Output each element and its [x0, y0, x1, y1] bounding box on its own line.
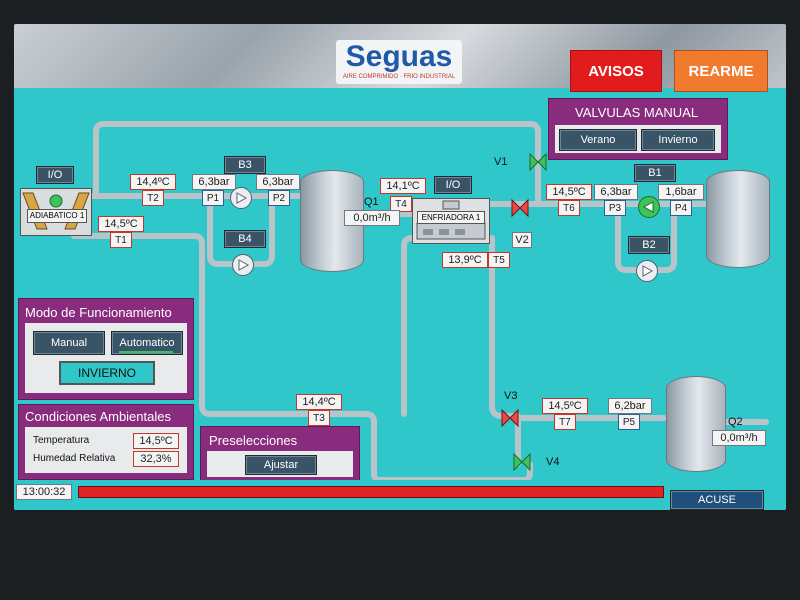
- header-bar: Seguas AIRE COMPRIMIDO · FRIO INDUSTRIAL…: [14, 24, 786, 92]
- b1-button[interactable]: B1: [634, 164, 676, 182]
- t3-value: 14,4ºC: [296, 394, 342, 410]
- modo-panel: Modo de Funcionamiento Manual Automatico…: [18, 298, 194, 400]
- temperatura-value: 14,5ºC: [133, 433, 179, 449]
- modo-title: Modo de Funcionamiento: [25, 305, 172, 320]
- q1-value: 0,0m³/h: [344, 210, 400, 226]
- valvulas-manual-panel: VALVULAS MANUAL Verano Invierno: [548, 98, 728, 160]
- ajustar-button[interactable]: Ajustar: [245, 455, 317, 475]
- tank-2: [706, 170, 770, 268]
- t7-value: 14,5ºC: [542, 398, 588, 414]
- valve-v2-icon[interactable]: [510, 196, 530, 218]
- v4-label: V4: [546, 456, 560, 468]
- pump-b2-icon[interactable]: [636, 260, 658, 282]
- p4-value: 1,6bar: [658, 184, 704, 200]
- t1-tag: T1: [110, 232, 132, 248]
- t7-tag: T7: [554, 414, 576, 430]
- avisos-button[interactable]: AVISOS: [570, 50, 662, 92]
- preselecciones-panel: Preselecciones Ajustar: [200, 426, 360, 482]
- q2-value: 0,0m³/h: [712, 430, 766, 446]
- chiller-unit[interactable]: ENFRIADORA 1: [412, 198, 490, 244]
- verano-button[interactable]: Verano: [559, 129, 637, 151]
- q1-tag: Q1: [364, 196, 379, 208]
- pump-b4-icon[interactable]: [232, 254, 254, 276]
- t1-value: 14,5ºC: [98, 216, 144, 232]
- modo-estado: INVIERNO: [59, 361, 155, 385]
- t5-tag: T5: [488, 252, 510, 268]
- p1-tag: P1: [202, 190, 224, 206]
- valve-v4-icon[interactable]: [512, 452, 532, 472]
- b4-button[interactable]: B4: [224, 230, 266, 248]
- humedad-value: 32,3%: [133, 451, 179, 467]
- v1-label: V1: [494, 156, 508, 168]
- p3-value: 6,3bar: [594, 184, 638, 200]
- rearme-button[interactable]: REARME: [674, 50, 768, 92]
- manual-button[interactable]: Manual: [33, 331, 105, 355]
- pump-b3-icon[interactable]: [230, 187, 252, 209]
- valve-v1-icon[interactable]: [528, 152, 548, 172]
- p5-tag: P5: [618, 414, 640, 430]
- t4-tag: T4: [390, 196, 412, 212]
- brand-name: Seguas: [345, 40, 453, 73]
- io-left-button[interactable]: I/O: [36, 166, 74, 184]
- alarm-bar: [78, 486, 664, 498]
- p4-tag: P4: [670, 200, 692, 216]
- brand-logo: Seguas AIRE COMPRIMIDO · FRIO INDUSTRIAL: [336, 40, 462, 84]
- chiller-label: ENFRIADORA 1: [417, 211, 485, 224]
- t6-value: 14,5ºC: [546, 184, 592, 200]
- t6-tag: T6: [558, 200, 580, 216]
- temperatura-label: Temperatura: [33, 435, 90, 446]
- p2-value: 6,3bar: [256, 174, 300, 190]
- tank-3: [666, 376, 726, 472]
- b2-button[interactable]: B2: [628, 236, 670, 254]
- p5-value: 6,2bar: [608, 398, 652, 414]
- adiabatic-label: ADIABATICO 1: [27, 209, 87, 223]
- invierno-button[interactable]: Invierno: [641, 129, 715, 151]
- hmi-screen: Seguas AIRE COMPRIMIDO · FRIO INDUSTRIAL…: [14, 24, 786, 510]
- b3-button[interactable]: B3: [224, 156, 266, 174]
- clock: 13:00:32: [16, 484, 72, 500]
- humedad-label: Humedad Relativa: [33, 453, 116, 464]
- preselecciones-title: Preselecciones: [209, 433, 298, 448]
- valve-v3-icon[interactable]: [500, 406, 520, 428]
- t3-tag: T3: [308, 410, 330, 426]
- p3-tag: P3: [604, 200, 626, 216]
- brand-subtitle: AIRE COMPRIMIDO · FRIO INDUSTRIAL: [342, 74, 456, 80]
- t2-value: 14,4ºC: [130, 174, 176, 190]
- condiciones-title: Condiciones Ambientales: [25, 409, 171, 424]
- v3-label: V3: [504, 390, 518, 402]
- io-center-button[interactable]: I/O: [434, 176, 472, 194]
- condiciones-panel: Condiciones Ambientales Temperatura 14,5…: [18, 404, 194, 480]
- q2-tag: Q2: [728, 416, 743, 428]
- automatico-active-indicator: [119, 351, 173, 353]
- valvulas-manual-title: VALVULAS MANUAL: [575, 105, 699, 120]
- v2-label: V2: [512, 232, 532, 248]
- adiabatic-unit[interactable]: ADIABATICO 1: [20, 188, 92, 236]
- acuse-button[interactable]: ACUSE: [670, 490, 764, 510]
- p2-tag: P2: [268, 190, 290, 206]
- t2-tag: T2: [142, 190, 164, 206]
- t4-value: 14,1ºC: [380, 178, 426, 194]
- pump-b1-icon[interactable]: [638, 196, 660, 218]
- p1-value: 6,3bar: [192, 174, 236, 190]
- t5-value: 13,9ºC: [442, 252, 488, 268]
